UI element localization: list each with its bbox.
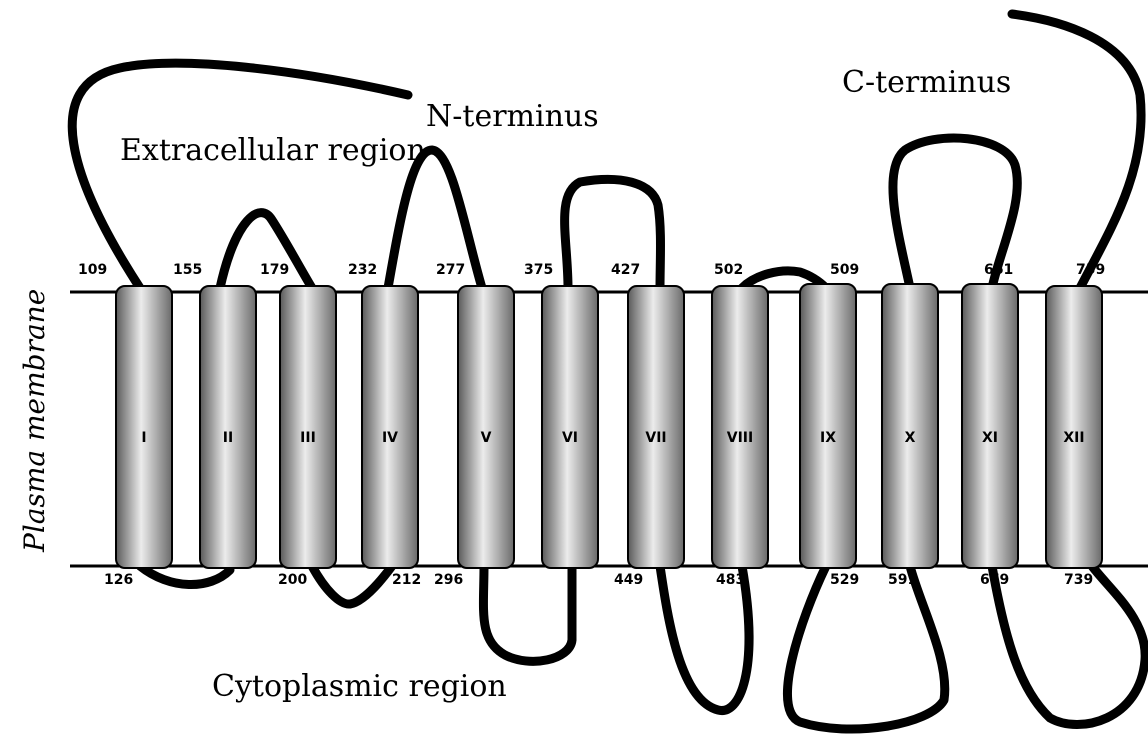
helix-xii [1046,286,1102,568]
position-label-top: 232 [348,262,377,278]
helix-label-xii: XII [1063,430,1084,446]
position-label-top: 759 [1076,262,1105,278]
helix-label-ii: II [223,430,233,446]
cytoplasmic-label: Cytoplasmic region [212,669,507,704]
position-label-bottom: 739 [1064,572,1093,588]
position-label-top: 277 [436,262,465,278]
helix-label-vii: VII [645,430,666,446]
position-label-bottom: 529 [830,572,859,588]
helix-label-x: X [905,430,916,446]
position-label-top: 509 [830,262,859,278]
helix-label-ix: IX [820,430,836,446]
helix-iii [280,286,336,568]
position-label-top: 502 [714,262,743,278]
position-label-top: 427 [611,262,640,278]
helix-label-i: I [141,430,146,446]
position-label-top: 109 [78,262,107,278]
helix-iv [362,286,418,568]
helix-i [116,286,172,568]
position-label-top: 375 [524,262,553,278]
position-label-top: 155 [173,262,202,278]
plasma-membrane-label: Plasma membrane [18,289,51,553]
n-terminus-label: N-terminus [426,99,599,134]
extracellular-label: Extracellular region [120,133,426,168]
c-terminal-tail [1012,14,1141,288]
loop-ix-x [787,566,944,729]
helix-ii [200,286,256,568]
position-label-bottom: 483 [716,572,745,588]
loop-v-vi [483,566,572,661]
helix-label-viii: VIII [727,430,753,446]
position-label-bottom: 449 [614,572,643,588]
helix-viii [712,286,768,568]
position-label-top: 179 [260,262,289,278]
helix-label-iii: III [300,430,316,446]
position-label-bottom: 126 [104,572,133,588]
position-label-bottom: 591 [888,572,917,588]
helix-ix [800,284,856,568]
helix-xi [962,284,1018,568]
position-label-bottom: 212 [392,572,421,588]
helix-label-v: V [481,430,492,446]
c-terminus-label: C-terminus [842,65,1011,100]
position-label-bottom: 679 [980,572,1009,588]
helix-v [458,286,514,568]
loop-xi-xii [992,566,1145,725]
helix-vii [628,286,684,568]
position-label-top: 661 [984,262,1013,278]
position-label-bottom: 200 [278,572,307,588]
helix-label-xi: XI [982,430,998,446]
helix-vi [542,286,598,568]
n-terminal-tail [72,63,408,288]
helix-x [882,284,938,568]
loop-iv-v [388,150,482,288]
helix-label-vi: VI [562,430,578,446]
helix-label-iv: IV [382,430,398,446]
position-label-bottom: 296 [434,572,463,588]
loop-iii-iv [312,566,392,604]
